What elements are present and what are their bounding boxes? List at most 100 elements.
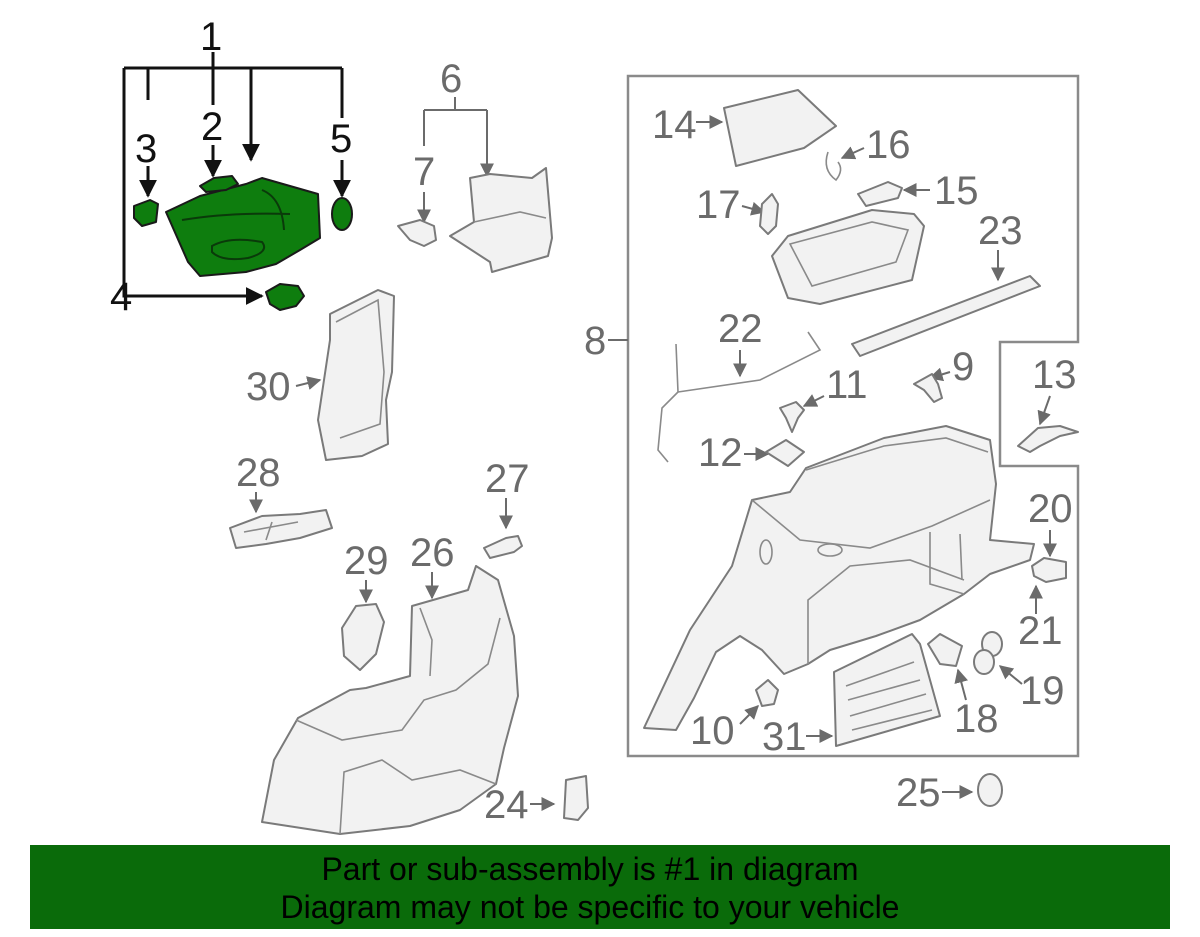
- callout-30: 30: [246, 365, 291, 409]
- tray-inner-detail: [788, 221, 910, 287]
- harness-part-22-b: [677, 331, 822, 393]
- leader-11: [802, 394, 825, 407]
- grille-slats: [845, 661, 933, 731]
- leader-13: [1037, 395, 1051, 426]
- callout-11: 11: [826, 363, 868, 407]
- assembly-8-box: [626, 74, 1080, 758]
- info-banner: Part or sub-assembly is #1 in diagram Di…: [30, 845, 1170, 929]
- bracket-part-6: [449, 167, 553, 273]
- grommet-part-19-b: [973, 649, 995, 675]
- callout-14: 14: [652, 103, 697, 147]
- part-29-group: 29: [341, 539, 389, 671]
- leader-4: [122, 68, 264, 305]
- part-24-group: 24: [484, 775, 589, 827]
- callout-29: 29: [344, 539, 389, 583]
- duct-inner-detail: [335, 298, 385, 439]
- trim-8-contour-a: [751, 499, 991, 549]
- callout-20: 20: [1028, 487, 1073, 531]
- grille-part-31: [833, 633, 941, 747]
- grommet-part-25: [977, 773, 1003, 807]
- callout-13: 13: [1032, 353, 1077, 397]
- callout-31: 31: [762, 715, 807, 759]
- callout-27: 27: [485, 457, 530, 501]
- callout-26: 26: [410, 531, 455, 575]
- trim-8-hole: [759, 539, 773, 565]
- clip-part-2: [199, 175, 239, 193]
- screw-part-17: [759, 193, 779, 235]
- trim-26-contour-b: [339, 759, 497, 835]
- callout-10: 10: [690, 709, 735, 753]
- callout-3: 3: [135, 127, 157, 171]
- leader-19: [998, 665, 1023, 685]
- screw-part-27: [483, 535, 523, 559]
- callout-16: 16: [866, 123, 911, 167]
- leader-17: [741, 201, 766, 216]
- clip-part-20-21: [1031, 557, 1067, 583]
- part-27-group: 27: [483, 457, 530, 559]
- leader-16: [840, 146, 865, 160]
- callout-5: 5: [330, 117, 352, 161]
- callout-19: 19: [1020, 669, 1065, 713]
- clip-part-7: [397, 219, 437, 247]
- callout-12: 12: [698, 431, 743, 475]
- bracket-part-15: [857, 181, 903, 207]
- part-30-group: 30: [246, 289, 395, 461]
- callout-8: 8: [584, 319, 606, 363]
- sill-strip-part-23: [851, 275, 1041, 357]
- callout-24: 24: [484, 783, 529, 827]
- storage-tray: [771, 209, 925, 305]
- callout-21: 21: [1018, 609, 1063, 653]
- clip-part-16: [825, 151, 842, 182]
- callout-23: 23: [978, 209, 1023, 253]
- callout-25: 25: [896, 771, 941, 815]
- bracket-part-13: [1017, 425, 1079, 453]
- callout-9: 9: [952, 345, 974, 389]
- cover-part-29: [341, 603, 385, 671]
- duct-part-30: [317, 289, 395, 461]
- part-26-group: 26: [261, 531, 519, 835]
- part-28-group: 28: [229, 451, 333, 549]
- callout-15: 15: [934, 169, 979, 213]
- callout-4: 4: [110, 275, 132, 319]
- panel-contour-detail: [261, 189, 285, 231]
- trim-panel-highlighted: [165, 177, 321, 277]
- nut-part-12: [765, 439, 805, 467]
- quarter-trim-part-26: [261, 565, 519, 835]
- trim-8-top-edge: [805, 437, 989, 471]
- bracket-28-detail: [243, 521, 299, 541]
- trim-26-contour-c: [419, 607, 433, 677]
- callout-2: 2: [201, 105, 223, 149]
- callout-28: 28: [236, 451, 281, 495]
- panel-part-14: [723, 89, 837, 167]
- clip-part-9: [913, 373, 943, 403]
- cap-part-3: [133, 199, 159, 227]
- trim-26-contour-a: [295, 617, 501, 741]
- part-25-group: 25: [896, 771, 1003, 815]
- callout-22: 22: [718, 307, 763, 351]
- leader-30: [295, 376, 322, 390]
- quarter-trim-assembly-8: [643, 425, 1035, 731]
- panel-edge-detail: [181, 212, 291, 221]
- leader-18: [954, 668, 969, 701]
- plug-part-18: [927, 633, 963, 667]
- harness-part-22-a: [657, 343, 679, 463]
- callout-1: 1: [200, 15, 222, 59]
- trim-8-contour-b: [807, 559, 965, 664]
- callout-7: 7: [413, 150, 435, 194]
- leader-10: [739, 705, 759, 725]
- parts-6-7-group: 6 7: [397, 57, 553, 273]
- banner-line-part-info: Part or sub-assembly is #1 in diagram: [321, 851, 859, 887]
- assembly-8-group: 8 14 16 15 17 23 22 11 9: [584, 74, 1080, 759]
- callout-17: 17: [696, 183, 741, 227]
- trim-8-recess: [929, 532, 965, 595]
- panel-pocket-detail: [211, 238, 266, 261]
- assembly-1-group: 1 2 3 4 5: [110, 15, 353, 319]
- clip-part-24: [563, 775, 589, 821]
- pushpin-part-11: [779, 401, 805, 433]
- cap-part-5: [331, 197, 353, 231]
- bracket-detail: [473, 211, 547, 223]
- pushpin-part-10: [755, 679, 779, 707]
- cupholder-detail: [817, 543, 843, 557]
- callout-6: 6: [440, 57, 462, 101]
